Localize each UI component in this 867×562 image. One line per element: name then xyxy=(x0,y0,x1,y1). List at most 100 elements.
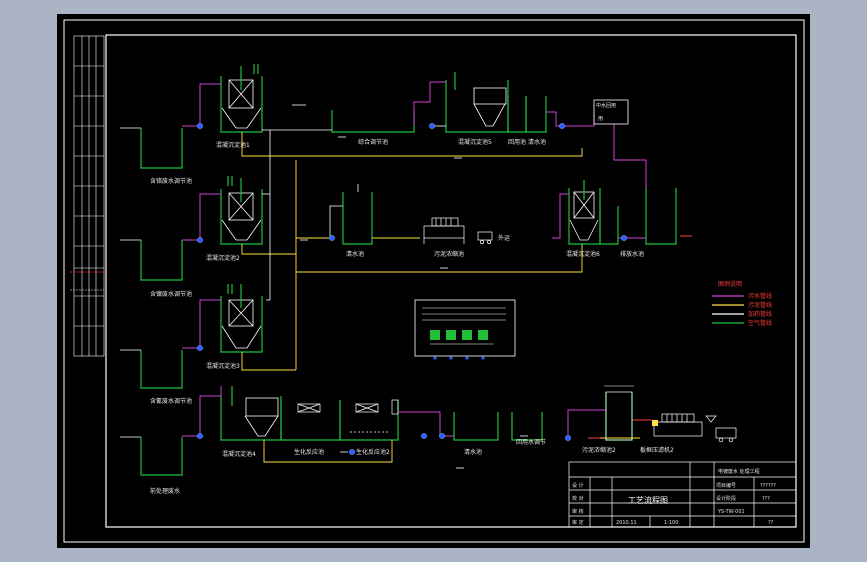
pump-r4 xyxy=(349,449,355,455)
aero-tank-2 xyxy=(339,400,399,441)
pump-mid xyxy=(429,123,435,129)
reactor-1-cone xyxy=(221,107,262,129)
title-block xyxy=(568,461,797,528)
reactor-2-cone xyxy=(221,219,262,241)
sludge-r2 xyxy=(241,244,296,255)
tb-code: YS-TW-001 xyxy=(717,509,745,515)
mid-reactor-box xyxy=(391,399,399,415)
label-clear-pool: 清水池 xyxy=(346,250,364,258)
tb-number-label: 项目编号 xyxy=(716,482,736,489)
pump-final xyxy=(621,235,627,241)
inner-frame xyxy=(105,34,797,528)
pump-clear xyxy=(559,123,565,129)
dosing-panel xyxy=(414,299,516,360)
tb-project: 电镀废水 处理工程 xyxy=(718,468,760,475)
pipe-pretreat-up xyxy=(182,395,221,437)
outer-frame xyxy=(63,19,805,543)
label-sludge-pool: 污泥浓缩池 xyxy=(434,250,464,258)
binding-margin xyxy=(73,35,105,357)
label-discharge: 排放水池 xyxy=(620,250,644,258)
legend: 图例说明 污水管线 污泥管线 加药管线 空气管线 xyxy=(712,280,772,327)
label-final-tank: 混凝沉淀池6 xyxy=(566,250,600,258)
label-sludge-tank2: 污泥浓缩池2 xyxy=(582,446,616,454)
label-reactor3: 混凝沉淀池3 xyxy=(206,362,240,370)
aero-2-diffuser xyxy=(355,403,379,413)
sludge-lower-run xyxy=(296,244,583,273)
pipe-r6-up xyxy=(552,193,569,239)
label-reactor1: 混凝沉淀池1 xyxy=(216,141,250,149)
tb-phase-value: ??? xyxy=(762,496,770,502)
label-top-box-sub: 用 xyxy=(598,116,603,122)
tb-phase-label: 设计阶段 xyxy=(716,495,736,502)
filter-press-1 xyxy=(423,217,493,244)
end-reuse-tank xyxy=(511,412,543,441)
tb-scale: 1:100 xyxy=(664,520,678,526)
pipe-sludge2-in xyxy=(567,409,606,438)
pipe-box-down xyxy=(613,124,647,188)
legend-item-4: 空气管线 xyxy=(748,319,772,327)
label-tank4: 前处理废水 xyxy=(150,487,180,495)
pump-sludge2 xyxy=(565,435,571,441)
pipe-clear-up xyxy=(329,205,343,238)
pipe-mid-to-r5 xyxy=(413,81,446,126)
pump-chrome xyxy=(197,123,203,129)
discharge-tank xyxy=(599,206,619,245)
pump-pretreat xyxy=(197,433,203,439)
tb-row-3: 审 核 xyxy=(572,508,584,515)
tank-nickel-regulation xyxy=(140,240,183,281)
label-outlet: 外运 xyxy=(498,234,510,242)
reactor-4-cone xyxy=(244,415,279,437)
clear-pool-tank xyxy=(342,192,373,245)
pump-cyanide xyxy=(197,345,203,351)
reactor-6-cone xyxy=(569,219,599,241)
label-reactor5: 混凝沉淀池5 xyxy=(458,138,492,146)
label-tank1: 含铬废水调节池 xyxy=(150,177,192,185)
legend-item-2: 污泥管线 xyxy=(748,301,772,309)
tank-cyanide-regulation xyxy=(140,350,183,389)
final-tank xyxy=(645,188,677,245)
pipe-clear-out xyxy=(546,111,594,127)
label-tank2: 含镍废水调节池 xyxy=(150,290,192,298)
label-mid-tank: 综合调节池 xyxy=(358,138,388,146)
tb-number-value: ?????? xyxy=(760,483,776,489)
label-tank3: 含氰废水调节池 xyxy=(150,397,192,405)
pipe-nickel-up xyxy=(182,193,221,241)
reactor-3-cone xyxy=(221,325,262,349)
pump-nickel xyxy=(197,237,203,243)
pipe-cyanide-up xyxy=(182,299,221,349)
label-reactor4: 混凝沉淀池4 xyxy=(222,450,256,458)
label-reactor2: 混凝沉淀池2 xyxy=(206,254,240,262)
aero-1-diffuser xyxy=(297,403,321,413)
tank-chrome-regulation xyxy=(140,128,183,169)
label-press2: 板框压滤机2 xyxy=(640,446,674,454)
tb-sheet: ?? xyxy=(768,520,774,526)
legend-title: 图例说明 xyxy=(718,280,742,288)
label-end-reuse: 回用水调节 xyxy=(516,438,546,446)
tb-row-1: 设 计 xyxy=(572,482,584,489)
label-end-pool: 清水池 xyxy=(464,448,482,456)
label-top-box: 中水回用 xyxy=(596,102,616,109)
reactor-5-lamella xyxy=(473,87,507,105)
clear-tank xyxy=(525,96,547,133)
label-filter: 回用池 xyxy=(508,138,526,146)
reactor-4-lamella xyxy=(245,397,279,417)
pump-clear-pool xyxy=(329,235,335,241)
reactor-1-body xyxy=(220,76,263,133)
tb-row-4: 审 定 xyxy=(572,519,584,526)
label-aero1: 生化反应池 xyxy=(294,448,324,456)
pump-end-1 xyxy=(421,433,427,439)
pump-end-2 xyxy=(439,433,445,439)
tb-row-2: 校 对 xyxy=(572,495,584,502)
legend-item-1: 污水管线 xyxy=(748,292,772,300)
label-clear: 清水池 xyxy=(528,138,546,146)
reactor-5-cone xyxy=(473,103,506,127)
sludge-r3 xyxy=(241,352,296,371)
reuse-box xyxy=(593,99,629,125)
sludge-tank-2-shell xyxy=(605,391,633,441)
reactor-2-body xyxy=(220,189,263,245)
drawing-sheet xyxy=(57,14,810,548)
reactor-3-body xyxy=(220,296,263,353)
pipe-chrome-up xyxy=(182,83,221,127)
sludge-r4 xyxy=(263,440,393,463)
